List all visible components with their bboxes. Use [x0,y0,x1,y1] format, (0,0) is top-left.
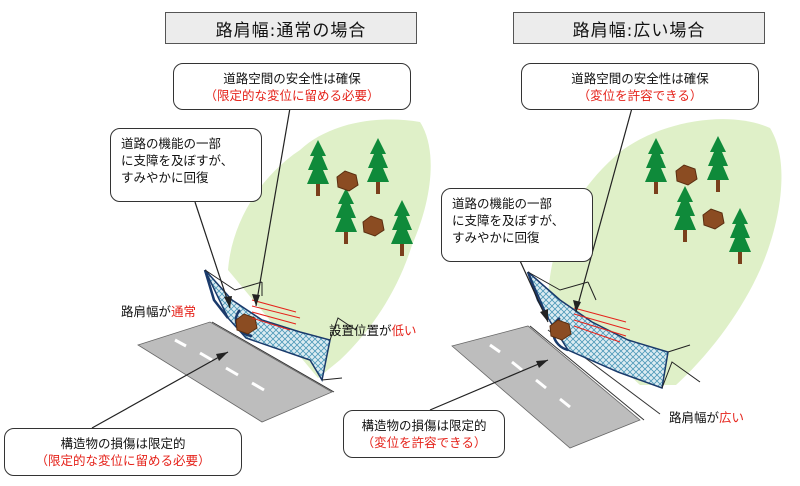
left-scene [91,107,431,429]
right-panel-title: 路肩幅:広い場合 [513,12,765,44]
right-shoulder-prefix: 路肩幅が [669,410,720,425]
right-bottom-line1: 構造物の損傷は限定的 [361,418,487,433]
right-func-line3: すみやかに回復 [452,230,540,245]
left-bottom-line1: 構造物の損傷は限定的 [60,436,186,451]
left-install-prefix: 設置位置が [329,323,392,338]
right-top-line2: （変位を許容できる） [577,88,703,103]
left-install-value: 低い [391,323,417,338]
left-func-line3: すみやかに回復 [121,170,209,185]
right-title-text: 路肩幅:広い場合 [572,20,706,41]
left-shoulder-value: 通常 [171,304,197,319]
left-install-label: 設置位置が低い [329,320,417,339]
right-shoulder-value: 広い [719,410,745,425]
right-bottom-callout: 構造物の損傷は限定的 （変位を許容できる） [343,410,505,458]
right-function-callout: 道路の機能の一部 に支障を及ぼすが、 すみやかに回復 [441,188,593,262]
left-func-line2: に支障を及ぼすが、 [121,153,234,168]
left-top-callout: 道路空間の安全性は確保 （限定的な変位に留める必要） [173,63,411,110]
left-shoulder-label: 路肩幅が通常 [121,301,196,320]
left-function-callout: 道路の機能の一部 に支障を及ぼすが、 すみやかに回復 [110,128,262,202]
right-slope [548,119,782,385]
left-top-line1: 道路空間の安全性は確保 [223,71,361,86]
left-title-text: 路肩幅:通常の場合 [215,20,367,41]
right-top-line1: 道路空間の安全性は確保 [571,71,709,86]
right-bottom-line2: （変位を許容できる） [361,435,487,450]
right-scene [429,107,782,449]
left-shoulder-prefix: 路肩幅が [121,304,172,319]
right-top-callout: 道路空間の安全性は確保 （変位を許容できる） [521,63,759,110]
right-func-line1: 道路の機能の一部 [452,196,553,211]
left-bottom-line2: （限定的な変位に留める必要） [35,453,211,468]
left-slope [228,119,431,378]
right-shoulder-label: 路肩幅が広い [669,407,744,426]
left-bottom-callout: 構造物の損傷は限定的 （限定的な変位に留める必要） [4,428,242,476]
left-func-line1: 道路の機能の一部 [121,136,222,151]
left-panel-title: 路肩幅:通常の場合 [165,12,417,44]
right-func-line2: に支障を及ぼすが、 [452,213,565,228]
left-top-line2: （限定的な変位に留める必要） [204,88,380,103]
